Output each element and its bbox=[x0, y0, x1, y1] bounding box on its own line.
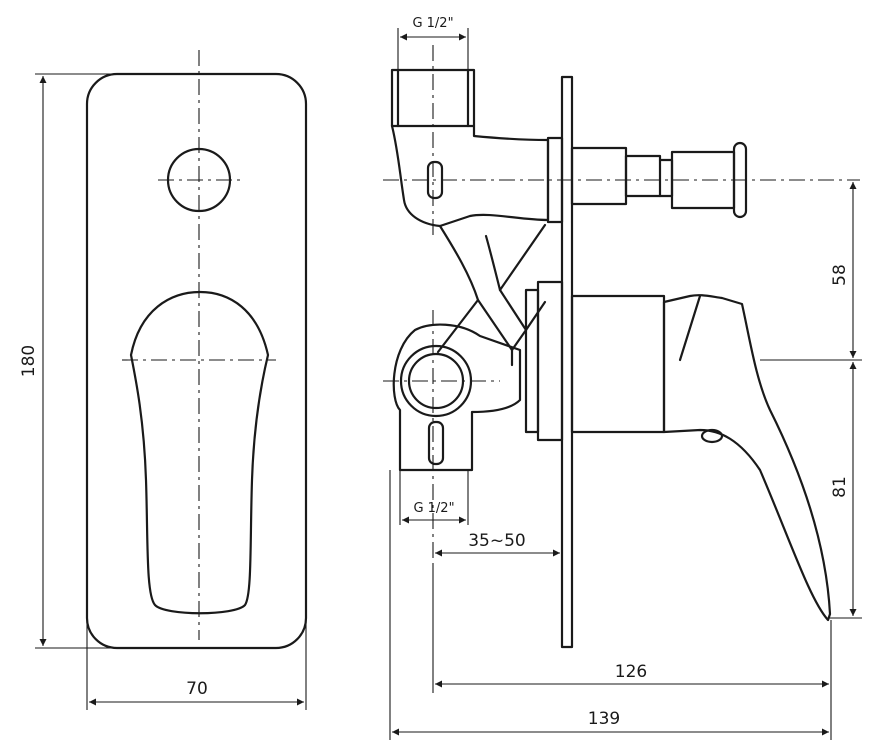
vertical-81-label: 81 bbox=[830, 476, 850, 498]
wall-plate bbox=[560, 75, 574, 649]
top-inlet-label: G 1/2" bbox=[412, 16, 453, 31]
vertical-58-label: 58 bbox=[830, 264, 850, 286]
height-dimension-label: 180 bbox=[19, 345, 39, 377]
lever-handle-side bbox=[662, 294, 832, 622]
width-dimension-label: 70 bbox=[186, 679, 208, 699]
lever-handle-front bbox=[129, 290, 270, 615]
upper-body bbox=[390, 124, 550, 228]
cartridge-body bbox=[570, 294, 666, 434]
side-view: G 1/2" G 1/2" 35~50 126 139 58 81 bbox=[383, 16, 862, 740]
cross-bridge bbox=[438, 224, 528, 352]
wall-depth-label: 35~50 bbox=[468, 531, 526, 551]
front-view: 180 70 bbox=[19, 50, 308, 710]
depth-139-label: 139 bbox=[588, 709, 620, 729]
cover-plate bbox=[85, 72, 308, 650]
lower-body bbox=[392, 323, 522, 472]
lower-port-slot bbox=[427, 420, 445, 466]
upper-connector bbox=[570, 146, 628, 206]
bottom-inlet-label: G 1/2" bbox=[413, 501, 454, 516]
depth-126-label: 126 bbox=[615, 662, 647, 682]
